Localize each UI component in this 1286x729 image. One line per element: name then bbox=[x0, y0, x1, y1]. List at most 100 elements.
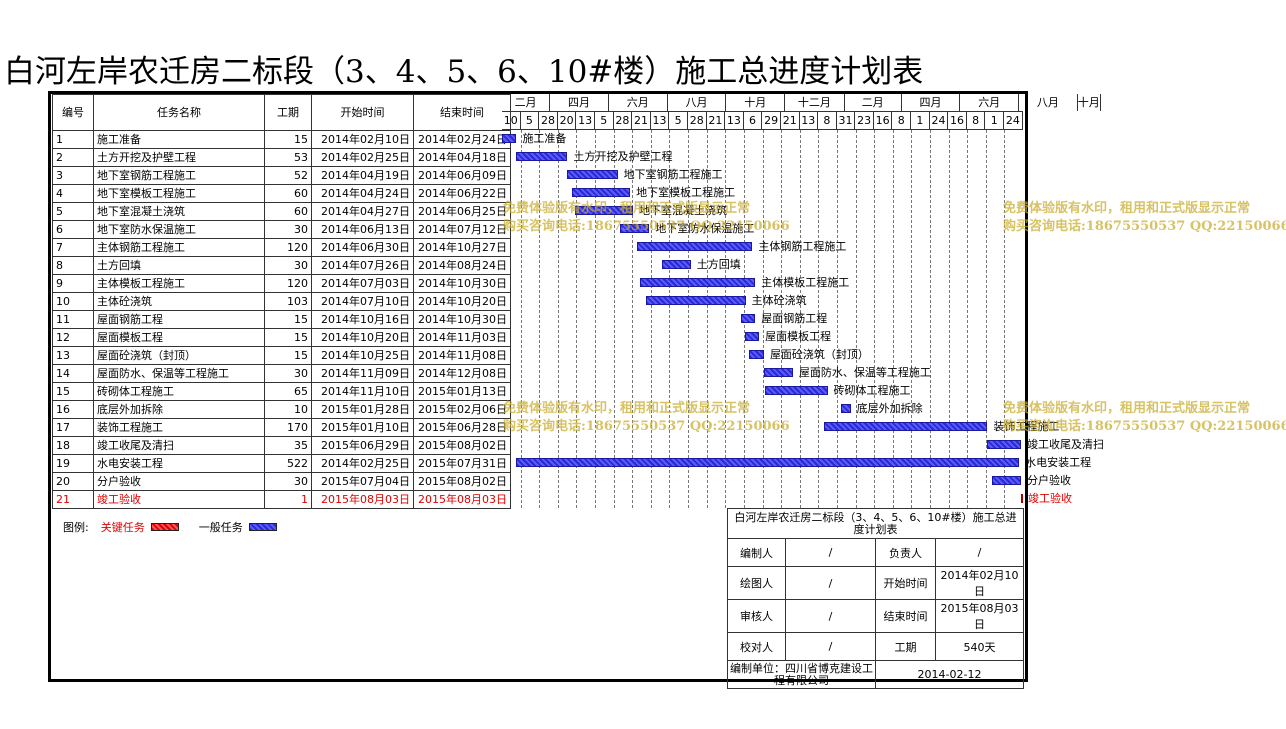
day-label: 13 bbox=[725, 112, 744, 129]
grid-line bbox=[836, 130, 838, 508]
task-start: 2014年10月20日 bbox=[311, 328, 414, 347]
task-no: 6 bbox=[52, 220, 94, 239]
task-name: 砖砌体工程施工 bbox=[93, 382, 265, 401]
task-name: 主体砼浇筑 bbox=[93, 292, 265, 311]
task-name: 地下室混凝土浇筑 bbox=[93, 202, 265, 221]
month-header: 二月四月六月八月十月十二月二月四月六月八月十月 bbox=[502, 94, 1101, 111]
task-start: 2014年06月30日 bbox=[311, 238, 414, 257]
task-start: 2014年11月10日 bbox=[311, 382, 414, 401]
day-label: 28 bbox=[688, 112, 707, 129]
gantt-bar bbox=[639, 278, 756, 287]
task-name: 竣工收尾及清扫 bbox=[93, 436, 265, 455]
task-name: 分户验收 bbox=[93, 472, 265, 491]
task-no: 16 bbox=[52, 400, 94, 419]
grid-line bbox=[688, 130, 690, 508]
task-name: 土方回填 bbox=[93, 256, 265, 275]
grid-line bbox=[948, 130, 950, 508]
task-duration: 1 bbox=[264, 490, 312, 509]
day-label: 13 bbox=[651, 112, 670, 129]
task-end: 2015年02月06日 bbox=[413, 400, 511, 419]
gantt-bar-label: 施工准备 bbox=[522, 132, 567, 145]
day-label: 29 bbox=[762, 112, 781, 129]
info-checker: / bbox=[785, 632, 876, 661]
grid-line bbox=[929, 130, 931, 508]
watermark: 免费体验版有水印，租用和正式版显示正常购买咨询电话:18675550537 QQ… bbox=[1003, 401, 1286, 434]
task-name: 屋面砼浇筑（封顶） bbox=[93, 346, 265, 365]
gantt-bar bbox=[636, 242, 753, 251]
table-header-row: 编号 任务名称 工期 开始时间 结束时间 bbox=[52, 94, 511, 131]
day-label: 16 bbox=[874, 112, 893, 129]
gantt-bar-label: 竣工验收 bbox=[1028, 492, 1073, 505]
gantt-bar-label: 地下室防水保温施工 bbox=[655, 222, 755, 235]
gantt-bar-label: 地下室混凝土浇筑 bbox=[638, 204, 727, 217]
grid-line bbox=[650, 130, 652, 508]
task-end: 2014年10月20日 bbox=[413, 292, 511, 311]
day-label: 6 bbox=[744, 112, 763, 129]
gantt-bar bbox=[823, 422, 988, 431]
gantt-bar bbox=[1021, 494, 1024, 503]
task-start: 2014年02月25日 bbox=[311, 148, 414, 167]
task-no: 7 bbox=[52, 238, 94, 257]
task-start: 2014年10月16日 bbox=[311, 310, 414, 329]
task-start: 2015年07月04日 bbox=[311, 472, 414, 491]
task-duration: 53 bbox=[264, 148, 312, 167]
day-label: 5 bbox=[521, 112, 540, 129]
task-no: 14 bbox=[52, 364, 94, 383]
task-duration: 15 bbox=[264, 310, 312, 329]
gantt-bar bbox=[661, 260, 691, 269]
grid-line bbox=[725, 130, 727, 508]
day-label: 24 bbox=[930, 112, 949, 129]
gantt-bar-label: 主体钢筋工程施工 bbox=[758, 240, 847, 253]
info-date: 2014-02-12 bbox=[875, 660, 1024, 689]
task-end: 2014年10月27日 bbox=[413, 238, 511, 257]
task-start: 2014年07月26日 bbox=[311, 256, 414, 275]
task-start: 2014年04月19日 bbox=[311, 166, 414, 185]
task-start: 2015年06月29日 bbox=[311, 436, 414, 455]
task-no: 21 bbox=[52, 490, 94, 509]
gantt-bar bbox=[764, 386, 828, 395]
info-start-label: 开始时间 bbox=[875, 566, 936, 600]
task-no: 4 bbox=[52, 184, 94, 203]
day-label: 28 bbox=[539, 112, 558, 129]
task-name: 竣工验收 bbox=[93, 490, 265, 509]
day-label: 21 bbox=[632, 112, 651, 129]
task-no: 1 bbox=[52, 130, 94, 149]
info-title: 白河左岸农迁房二标段（3、4、5、6、10#楼）施工总进度计划表 bbox=[727, 508, 1024, 539]
day-label: 21 bbox=[781, 112, 800, 129]
task-duration: 52 bbox=[264, 166, 312, 185]
gantt-bar bbox=[840, 404, 851, 413]
task-end: 2014年11月03日 bbox=[413, 328, 511, 347]
task-end: 2014年10月30日 bbox=[413, 274, 511, 293]
gantt-bar-label: 地下室模板工程施工 bbox=[636, 186, 736, 199]
gantt-bar-label: 主体模板工程施工 bbox=[761, 276, 850, 289]
task-duration: 103 bbox=[264, 292, 312, 311]
grid-line bbox=[799, 130, 801, 508]
gantt-bar-label: 地下室钢筋工程施工 bbox=[623, 168, 723, 181]
grid-line bbox=[818, 130, 820, 508]
sheet-frame bbox=[48, 91, 1028, 682]
legend-critical-swatch bbox=[150, 523, 179, 531]
day-label: 10 bbox=[502, 112, 521, 129]
task-no: 19 bbox=[52, 454, 94, 473]
task-end: 2014年06月09日 bbox=[413, 166, 511, 185]
task-start: 2014年06月13日 bbox=[311, 220, 414, 239]
task-duration: 522 bbox=[264, 454, 312, 473]
day-label: 8 bbox=[892, 112, 912, 129]
task-start: 2015年01月10日 bbox=[311, 418, 414, 437]
month-label: 八月 bbox=[668, 94, 727, 111]
gantt-bar bbox=[646, 296, 746, 305]
task-end: 2014年04月18日 bbox=[413, 148, 511, 167]
header-no: 编号 bbox=[52, 94, 94, 131]
month-label: 二月 bbox=[845, 94, 902, 111]
info-responsible-label: 负责人 bbox=[875, 538, 936, 567]
month-label: 四月 bbox=[902, 94, 961, 111]
grid-line bbox=[576, 130, 578, 508]
task-start: 2014年10月25日 bbox=[311, 346, 414, 365]
month-label: 十二月 bbox=[785, 94, 845, 111]
grid-line bbox=[1004, 130, 1006, 508]
